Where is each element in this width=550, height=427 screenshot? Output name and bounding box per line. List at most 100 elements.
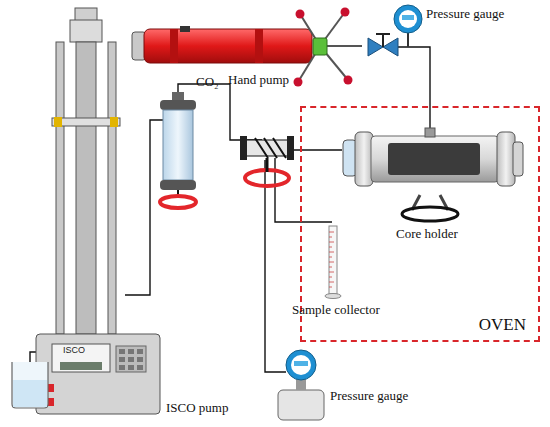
drawing-part xyxy=(160,100,196,110)
drawing-part xyxy=(329,277,332,278)
hand-pump xyxy=(132,8,362,87)
drawing-part xyxy=(119,349,143,370)
region-label: OVEN xyxy=(479,315,526,334)
top-valve xyxy=(368,5,422,56)
drawing-part xyxy=(160,180,196,190)
drawing-part xyxy=(329,232,334,287)
co2-cylinder xyxy=(160,92,196,208)
drawing-part xyxy=(329,242,334,243)
drawing-part xyxy=(296,10,305,19)
drawing-part xyxy=(56,42,64,334)
drawing-part xyxy=(266,158,269,172)
drawing-part xyxy=(298,12,362,82)
drawing-part xyxy=(294,78,303,87)
drawing-part xyxy=(245,170,289,186)
drawing-part xyxy=(368,38,383,56)
drawing-part xyxy=(265,160,286,372)
drawing-part xyxy=(108,42,116,334)
drawing-part xyxy=(116,346,146,372)
drawing-part xyxy=(329,282,334,283)
drawing-part xyxy=(52,344,110,372)
drawing-part xyxy=(329,252,334,253)
drawing-part xyxy=(119,365,125,370)
drawing-part xyxy=(425,128,435,137)
drawing-part xyxy=(402,15,414,20)
drawing-part xyxy=(128,365,134,370)
drawing-part xyxy=(294,361,308,366)
drawing-part xyxy=(172,92,184,100)
drawing-part xyxy=(160,196,196,208)
drawing-part xyxy=(497,132,515,186)
drawing-part xyxy=(240,136,247,160)
drawing-part xyxy=(383,38,398,56)
display-text: ISCO xyxy=(63,345,85,356)
drawing-part xyxy=(344,76,353,85)
gauge-label: Pressure gauge xyxy=(330,388,408,403)
drawing-part xyxy=(275,158,332,222)
drawing-part xyxy=(329,226,337,294)
drawing-part xyxy=(291,355,311,375)
drawing-part xyxy=(341,8,350,17)
drawing-part xyxy=(329,262,334,263)
part-label: Core holder xyxy=(396,226,458,241)
drawing-part xyxy=(382,34,384,47)
drawing-part xyxy=(13,380,47,407)
drawing-part xyxy=(110,117,118,127)
drawing-part xyxy=(128,349,134,354)
drawing-part xyxy=(54,117,62,127)
pump-label: Hand pump xyxy=(228,72,289,87)
drawing-part xyxy=(394,5,422,33)
drawing-part xyxy=(76,42,96,334)
bottom-pressure-gauge xyxy=(278,350,324,420)
drawing-part xyxy=(144,29,312,63)
drawing-part xyxy=(170,29,178,63)
six-way-valve xyxy=(240,136,294,186)
drawing-part xyxy=(255,138,286,158)
drawing-part xyxy=(513,142,523,176)
drawing-part xyxy=(163,110,193,180)
drawing-part xyxy=(329,232,334,233)
drawing-part xyxy=(402,207,458,221)
drawing-part xyxy=(36,334,160,414)
gas-label: CO₂ xyxy=(196,74,219,89)
drawing-part xyxy=(325,294,341,299)
drawing-part xyxy=(407,32,409,47)
drawing-part xyxy=(399,10,417,28)
drawing-part xyxy=(388,143,480,175)
drawing-part xyxy=(329,247,332,248)
gauge-label: Pressure gauge xyxy=(426,6,504,21)
drawing-part xyxy=(52,118,120,126)
drawing-part xyxy=(371,136,499,182)
drawing-part xyxy=(395,47,430,130)
drawing-part xyxy=(329,267,332,268)
drawing-part xyxy=(329,257,332,258)
drawing-part xyxy=(255,29,263,63)
drawing-part xyxy=(70,20,102,42)
core-holder xyxy=(343,128,523,221)
drawing-part xyxy=(119,357,125,362)
part-label: Sample collector xyxy=(292,302,380,317)
drawing-part xyxy=(313,38,327,55)
drawing-part xyxy=(329,287,332,288)
sample-collector xyxy=(325,226,341,299)
drawing-part xyxy=(329,237,332,238)
drawing-part xyxy=(12,362,48,408)
drawing-part xyxy=(294,8,353,87)
drawing-part xyxy=(376,33,390,35)
drawing-part xyxy=(329,272,334,273)
drawing-part xyxy=(137,349,143,354)
drawing-part xyxy=(60,362,102,370)
drawing-part xyxy=(128,357,134,362)
beaker xyxy=(12,362,48,408)
drawing-part xyxy=(278,390,324,420)
drawing-part xyxy=(287,136,294,160)
drawing-part xyxy=(119,349,125,354)
drawing-part xyxy=(286,350,316,380)
pump-label: ISCO pump xyxy=(166,400,228,415)
isco-pump xyxy=(36,8,160,414)
drawing-part xyxy=(137,357,143,362)
drawing-part xyxy=(137,365,143,370)
drawing-part xyxy=(355,132,373,186)
